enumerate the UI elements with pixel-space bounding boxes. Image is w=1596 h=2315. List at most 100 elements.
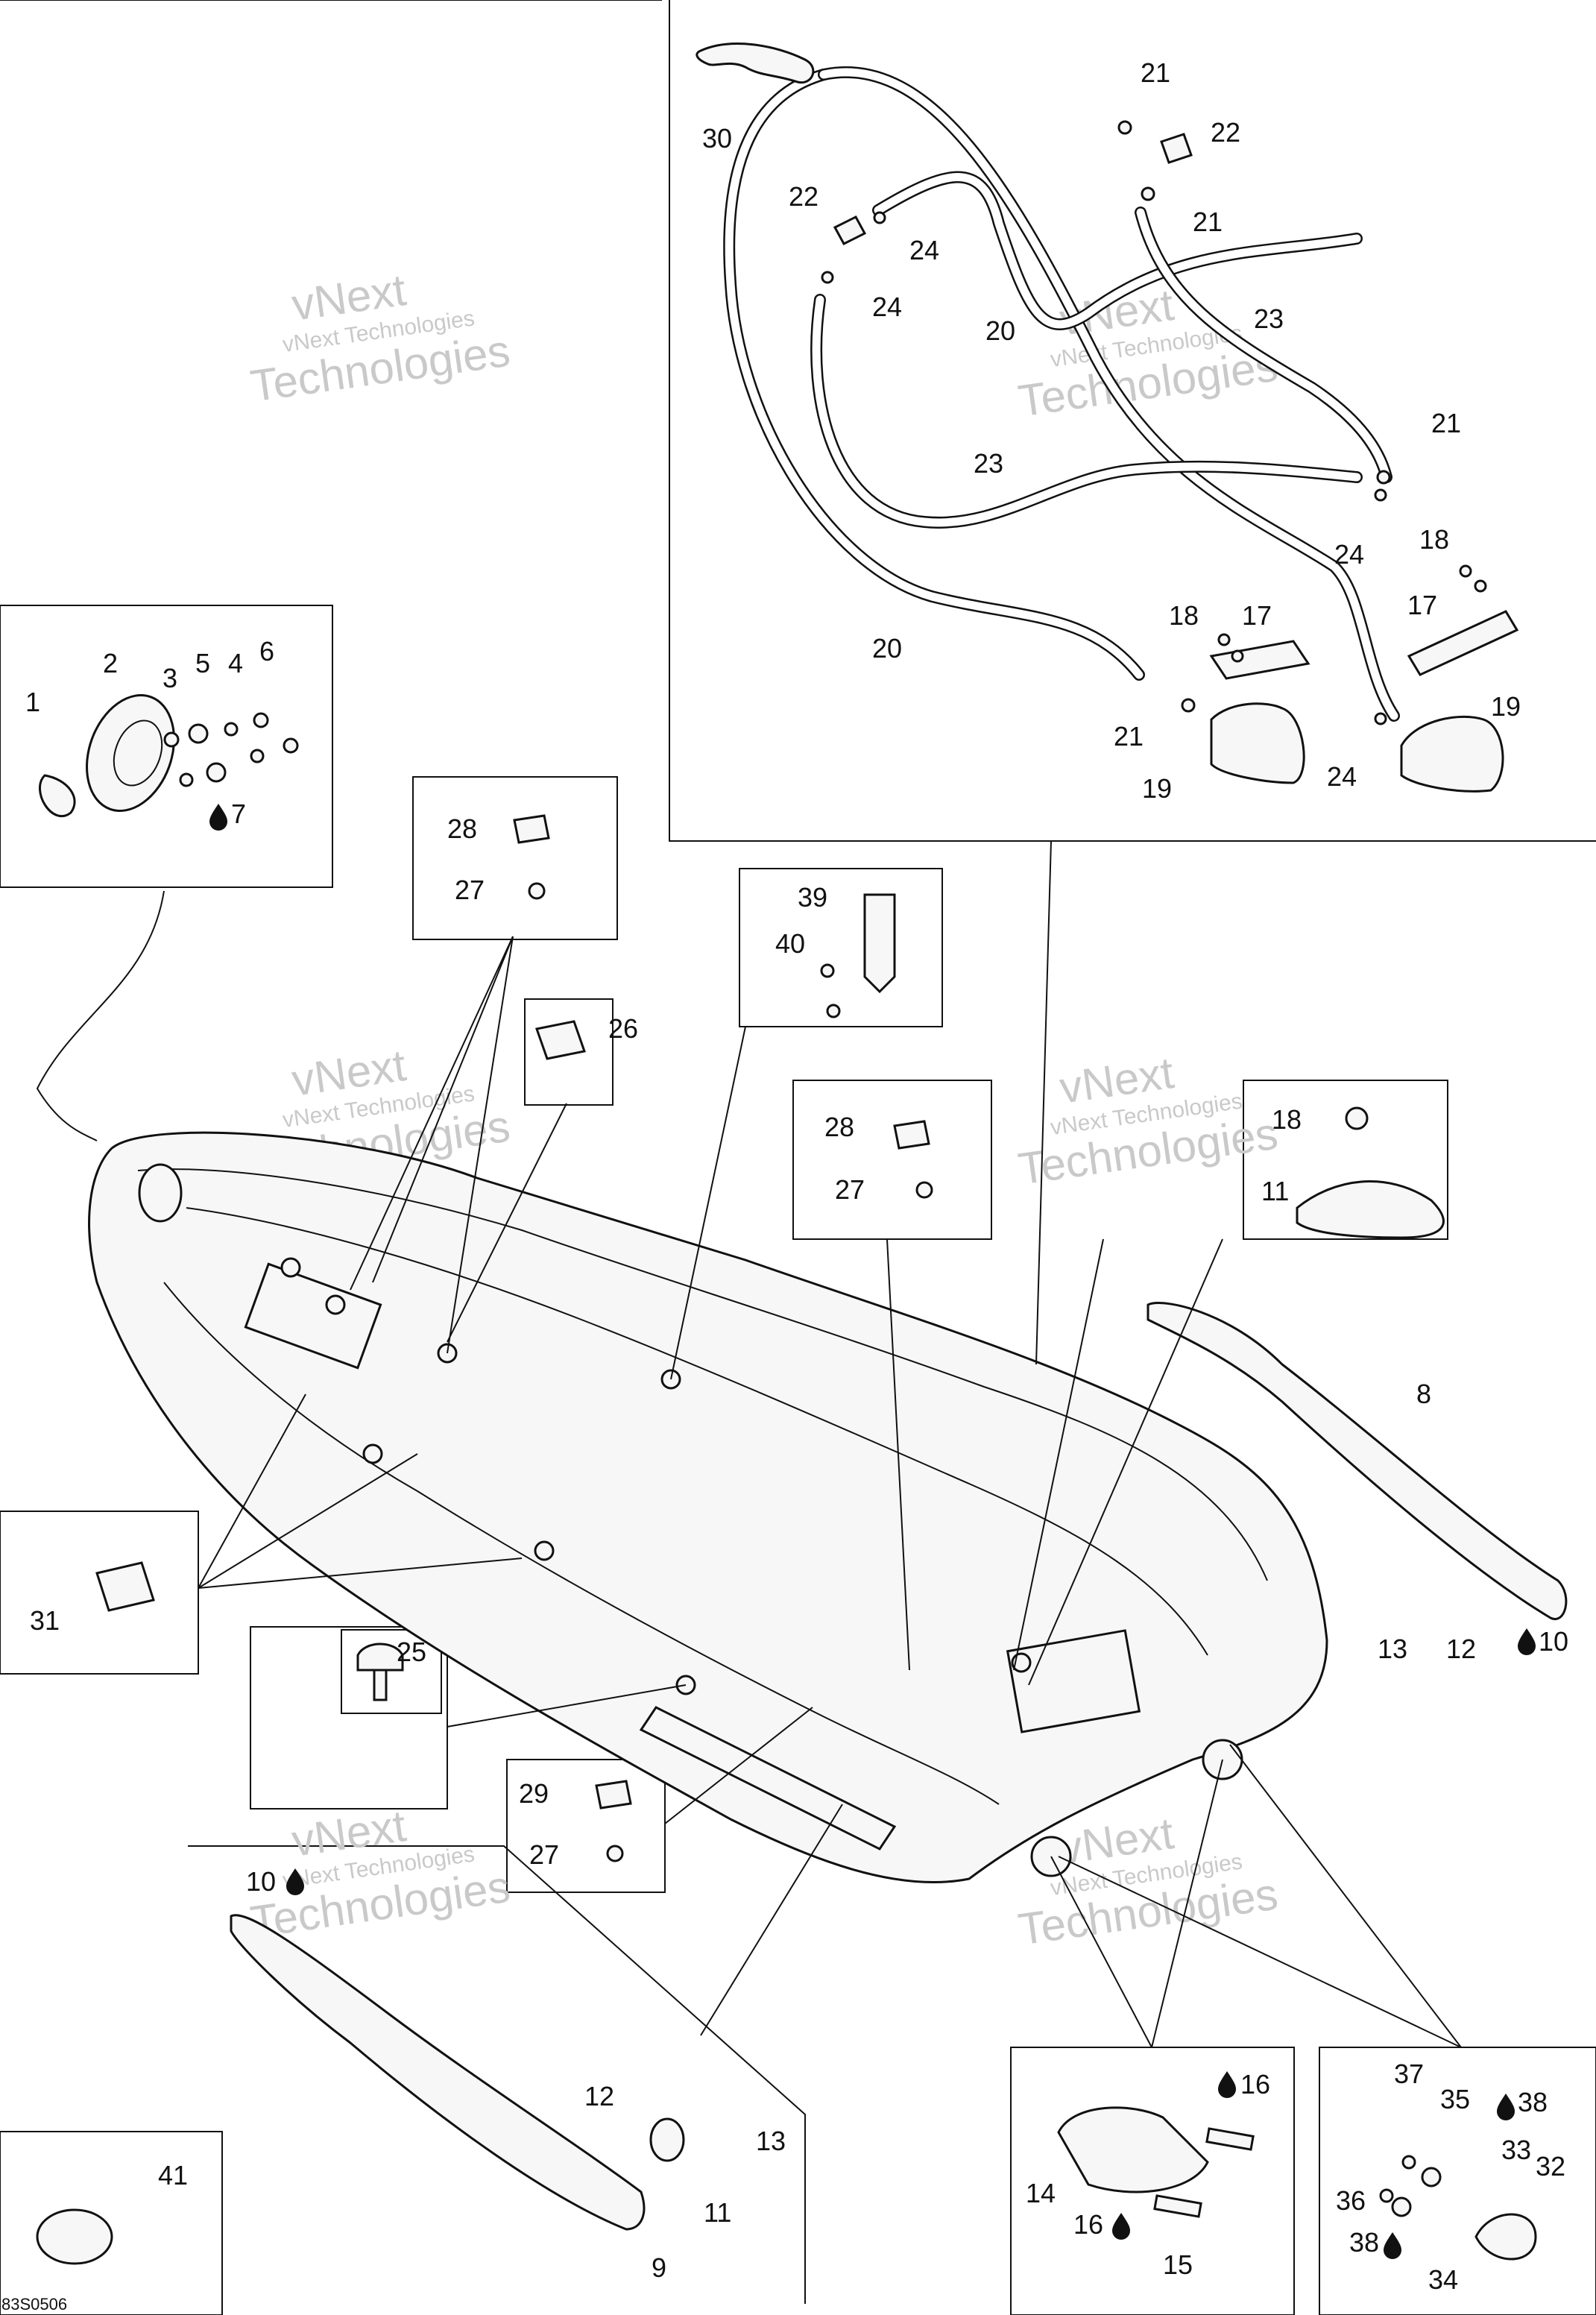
callout-28a: 28 <box>447 813 477 844</box>
callout-21a: 21 <box>1141 57 1170 88</box>
callout-21d: 21 <box>1114 721 1144 752</box>
nut-36 <box>1379 2188 1394 2203</box>
hull-keel <box>639 1706 897 1851</box>
hull <box>88 1131 1328 1884</box>
screw-16-a <box>1205 2127 1255 2151</box>
watermarks: vNext vNext Technologies Technologies vN… <box>247 265 1281 1955</box>
callout-36: 36 <box>1336 2185 1366 2216</box>
callout-30: 30 <box>702 123 732 154</box>
cap-11-box <box>1296 1180 1445 1239</box>
callout-2: 2 <box>103 648 118 678</box>
callout-38a: 38 <box>1518 2087 1548 2117</box>
callout-24b: 24 <box>872 292 902 322</box>
callout-9: 9 <box>652 2252 666 2283</box>
callout-11a: 11 <box>1261 1176 1289 1206</box>
outlet-19-left <box>1210 702 1305 784</box>
callout-17a: 17 <box>1242 600 1272 631</box>
clamp-24-d <box>1374 712 1387 725</box>
clamp-21-mid <box>1141 186 1155 201</box>
callout-29: 29 <box>519 1778 549 1809</box>
nut-18-a <box>1217 633 1231 646</box>
sleeve-41 <box>36 2208 113 2265</box>
callout-19b: 19 <box>1491 691 1521 722</box>
watermark-5: vNext vNext Technologies Technologies <box>247 1801 513 1947</box>
callout-27a: 27 <box>455 875 485 905</box>
rivet-27-box3 <box>606 1845 624 1862</box>
eye-32 <box>1474 2213 1537 2261</box>
callout-26: 26 <box>608 1013 638 1044</box>
callout-22b: 22 <box>789 181 818 212</box>
hull-hole-front <box>138 1163 183 1223</box>
washer-35 <box>1421 2167 1442 2188</box>
callout-24a: 24 <box>909 235 939 265</box>
callout-12b: 12 <box>584 2081 614 2111</box>
nut-6 <box>253 712 269 728</box>
gunwale-trim-9 <box>230 1914 646 2231</box>
callout-20b: 20 <box>872 633 902 664</box>
callout-21c: 21 <box>1431 408 1461 438</box>
nut-18-box <box>1345 1106 1369 1130</box>
callout-24c: 24 <box>1334 539 1364 570</box>
washer-3 <box>163 731 180 748</box>
callout-15: 15 <box>1163 2249 1193 2280</box>
callout-33: 33 <box>1501 2135 1531 2165</box>
hull-rear-block <box>1006 1629 1141 1733</box>
rivet-25 <box>356 1642 404 1672</box>
callout-16b: 16 <box>1073 2209 1103 2240</box>
callout-38b: 38 <box>1349 2227 1379 2258</box>
callout-18a: 18 <box>1169 600 1199 631</box>
callout-25: 25 <box>397 1637 426 1667</box>
callout-labels: 1 2 3 5 4 6 7 8 9 10 10 11 11 12 12 13 1… <box>25 57 1568 2295</box>
callout-22a: 22 <box>1211 117 1240 148</box>
callout-24d: 24 <box>1327 761 1357 792</box>
hull-body <box>88 1131 1328 1884</box>
callout-20a: 20 <box>985 315 1015 346</box>
washer-5 <box>188 723 209 744</box>
rivet-27-box1 <box>528 882 546 900</box>
clip-31 <box>95 1561 155 1612</box>
clip-26 <box>535 1020 586 1060</box>
callout-7: 7 <box>231 799 246 829</box>
outlet-19-right <box>1400 715 1504 793</box>
diagram-code: 83S0506 <box>1 2295 67 2314</box>
callout-35: 35 <box>1440 2084 1470 2114</box>
drain-14 <box>1057 2106 1209 2193</box>
drop-icon-10b <box>286 1868 304 1895</box>
callout-10a: 10 <box>1539 1626 1568 1657</box>
drop-icon-38a <box>1497 2094 1515 2120</box>
clip-28-box1 <box>513 814 550 844</box>
callout-5: 5 <box>195 648 210 678</box>
callout-1: 1 <box>25 687 40 717</box>
callout-32: 32 <box>1536 2151 1565 2182</box>
callout-34: 34 <box>1428 2264 1458 2295</box>
clip-29 <box>595 1780 632 1810</box>
callout-27b: 27 <box>835 1174 865 1205</box>
nut-18-c <box>1459 564 1472 578</box>
watermark-1: vNext vNext Technologies Technologies <box>247 265 513 412</box>
tether-1 <box>39 774 76 818</box>
callout-13a: 13 <box>1378 1634 1407 1664</box>
callout-21b: 21 <box>1193 207 1223 237</box>
drop-icon-16a <box>1218 2071 1236 2098</box>
drop-icon-38b <box>1384 2232 1401 2259</box>
callout-23a: 23 <box>1254 303 1284 334</box>
callout-31: 31 <box>30 1605 60 1636</box>
grab-handle-30 <box>696 42 815 84</box>
nut-18-b <box>1231 649 1244 663</box>
rivet-27-box2 <box>915 1181 933 1199</box>
bracket-17-right <box>1407 610 1519 676</box>
gunwale-trim-8 <box>1146 1302 1568 1621</box>
clamp-21-right <box>1376 470 1391 485</box>
drop-icon-7 <box>209 804 227 831</box>
bracket-17-left <box>1209 640 1310 680</box>
screw-40-a <box>820 963 835 978</box>
callout-10b: 10 <box>246 1866 276 1897</box>
leader-lines <box>198 840 1462 2048</box>
callout-37: 37 <box>1394 2059 1424 2089</box>
drop-icon-10a <box>1518 1628 1536 1655</box>
callout-4: 4 <box>228 648 243 678</box>
lubricant-drops <box>209 804 1536 2259</box>
elbow-fitting-22-left <box>833 215 867 245</box>
